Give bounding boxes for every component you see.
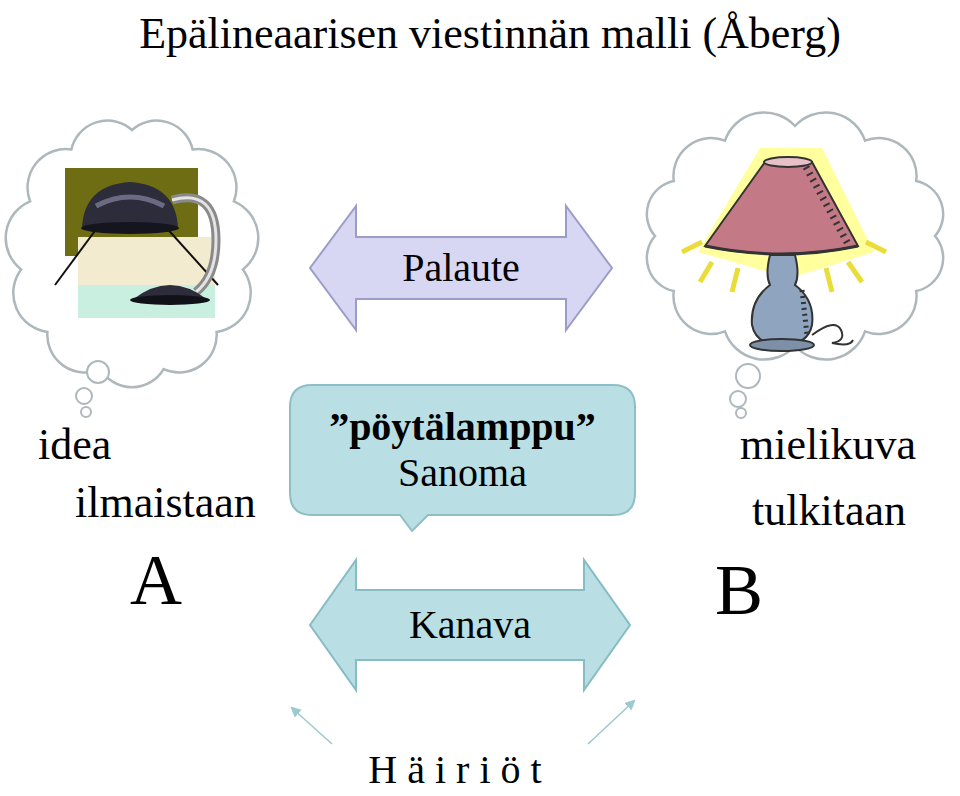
channel-arrow: [310, 560, 630, 690]
noise-label: H ä i r i ö t: [255, 748, 655, 792]
message-label: Sanoma: [398, 450, 527, 496]
lamp-shade: [764, 157, 812, 167]
thought-clouds: [6, 112, 943, 418]
lamp-arm: [172, 198, 216, 292]
message-bubble: ”pöytälamppu”Sanoma: [290, 385, 635, 515]
process-caption: mielikuva tulkitaan: [740, 412, 945, 544]
thought-cloud: [6, 121, 259, 388]
speech-bubble: [290, 385, 635, 531]
lamp-shade: [96, 197, 164, 206]
connector-label: Palaute: [398, 245, 524, 291]
thought-bubble-dot: [736, 408, 746, 418]
connector-label-holder: Kanava: [405, 602, 535, 648]
thought-cloud: [647, 112, 943, 359]
picture-panel: [78, 237, 215, 285]
lamp-shade: [81, 222, 179, 234]
table-lamp-picture: [682, 148, 886, 351]
desk-lamp-picture: [55, 168, 218, 318]
lamp-cord: [812, 325, 853, 344]
noise-arrows: [292, 701, 634, 744]
light-line: [55, 224, 100, 285]
lamp-shade: [705, 246, 858, 254]
thought-bubble-dot: [76, 388, 92, 404]
thought-bubble-dot: [81, 407, 91, 417]
party-letter: B: [715, 550, 763, 630]
message-word: ”pöytälamppu”: [329, 404, 596, 450]
party-letter: A: [130, 540, 182, 620]
connector-label-holder: Palaute: [398, 245, 524, 291]
feedback-arrow: [310, 206, 612, 330]
receiver-cloud: mielikuva tulkitaanB: [640, 110, 951, 640]
title-holder: Epälineaarisen viestinnän malli (Åberg): [20, 6, 960, 62]
label-holder: H ä i r i ö t: [255, 748, 655, 792]
sender-cloud: idea ilmaistaanA: [20, 110, 300, 640]
process-caption: idea ilmaistaan: [38, 416, 278, 532]
lamp-shade: [82, 182, 178, 228]
base-stripes: [802, 290, 807, 335]
diagram-title: Epälineaarisen viestinnän malli (Åberg): [139, 6, 841, 62]
noise-arrow: [292, 708, 332, 744]
shade-stripes: [806, 167, 848, 244]
thought-bubble-dot: [87, 361, 109, 383]
lamp-foot: [750, 339, 814, 351]
picture-panel: [78, 280, 215, 318]
lamp-base: [130, 295, 210, 305]
connector-label: Kanava: [405, 602, 535, 648]
lamp-shade: [705, 162, 858, 254]
thought-bubble-dot: [736, 364, 760, 388]
lamp-base: [752, 255, 813, 345]
lamp-arm: [172, 198, 216, 292]
noise-arrow: [588, 701, 634, 744]
thought-bubble-dot: [730, 391, 746, 407]
